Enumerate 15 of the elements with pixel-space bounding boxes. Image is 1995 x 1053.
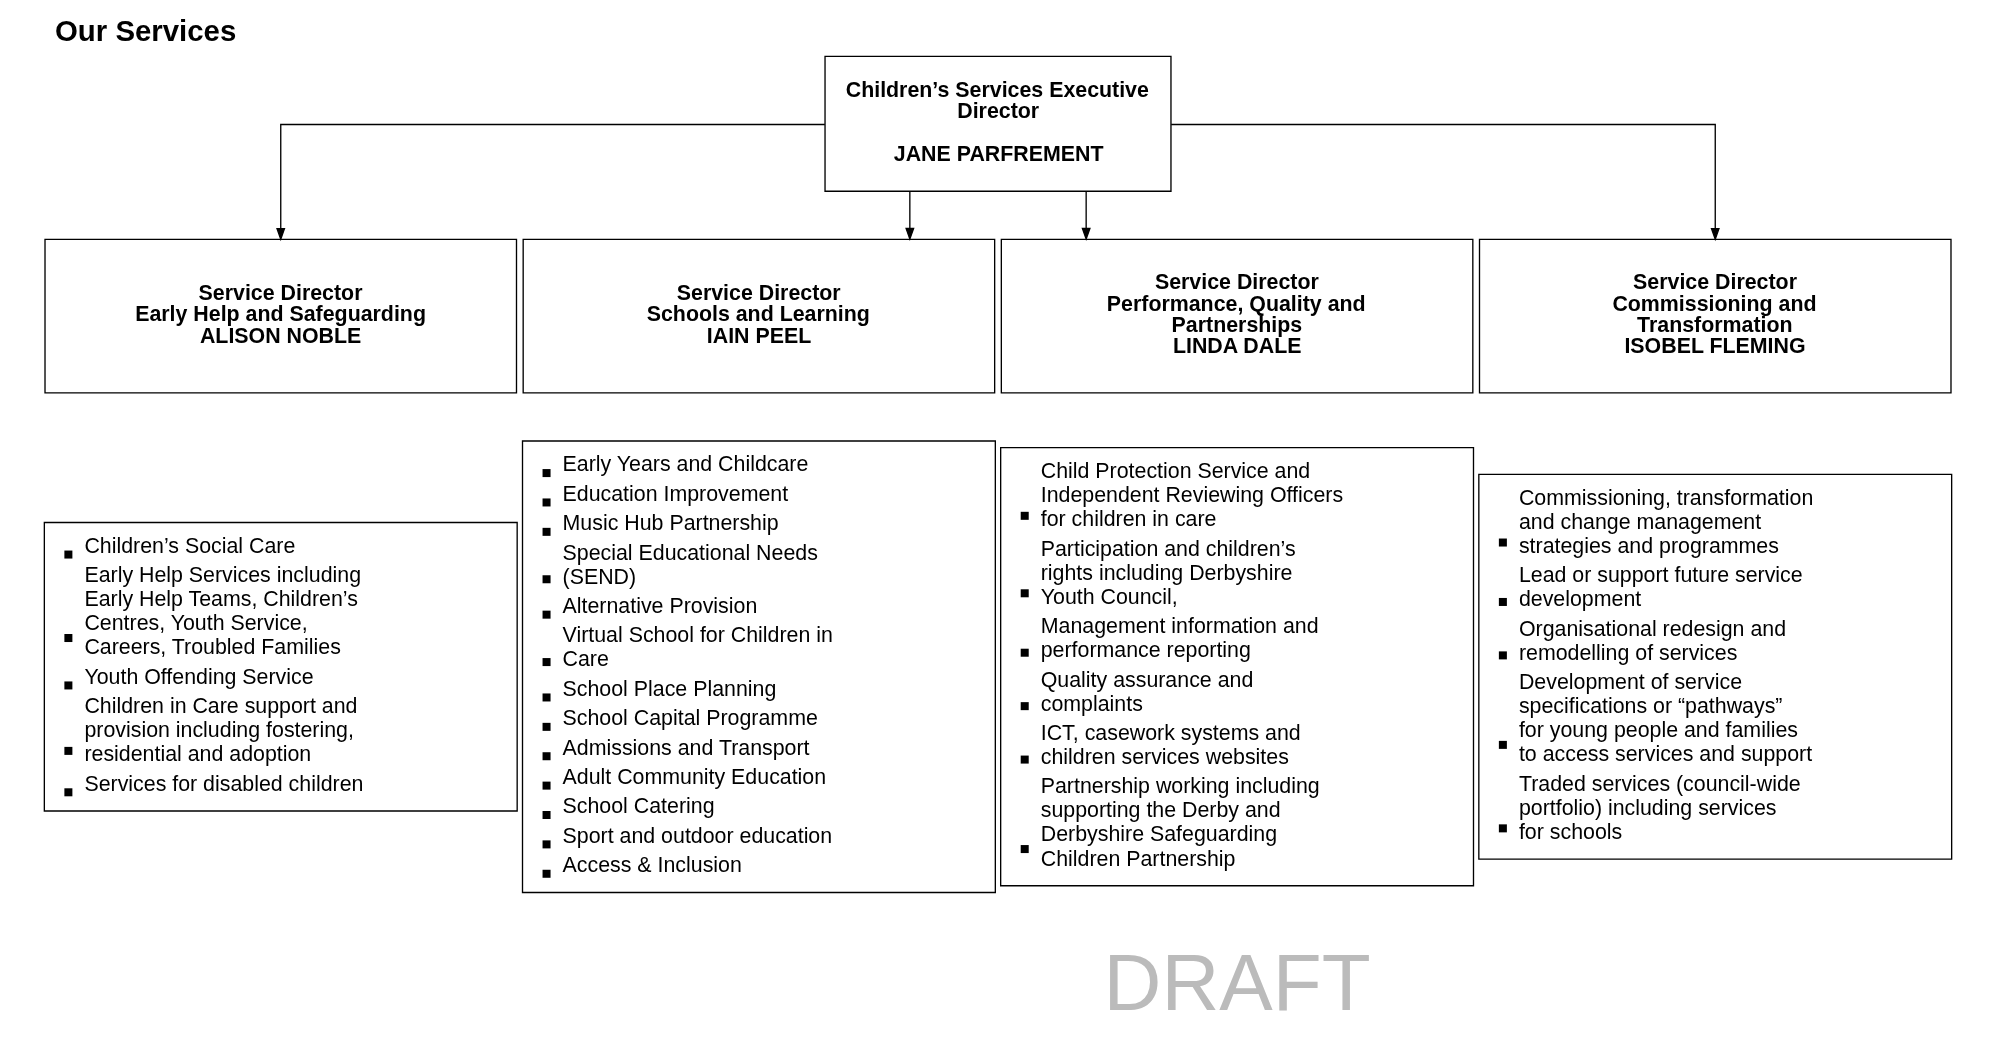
node-box: Service Director Performance, Quality and Partnerships LINDA DALE (1000, 238, 1473, 394)
label: DRAFT (1103, 937, 1371, 1028)
node-box: Service Director Early Help and Safeguarding ALISON NOBLE (43, 238, 517, 394)
node-box: Service Director Commissioning and Transformation ISOBEL FLEMING (1478, 238, 1952, 394)
node-box: Children’s Social Care Early Help Services including Early Help Teams, Children’s Centres, Youth Service, Careers, Troubled Families Youth Offending Service Children in Care support and provision including fostering, residential and adoption Services for disabled children (43, 521, 518, 812)
diagram-title: Our Services (54, 14, 236, 48)
node-box: Service Director Schools and Learning IAIN PEEL (522, 238, 995, 394)
node-box: Commissioning, transformation and change management strategies and programmes Lead or support future service development Organisational redesign and remodelling of services Development of service specifications or “pathways” for young people and families to access services and support Traded services (council-wide portfolio) including services for schools (1477, 473, 1952, 860)
node-box: Child Protection Service and Independent Reviewing Officers for children in care Participation and children’s rights including Derbyshire Youth Council, Management information and performance reporting Quality assurance and complaints ICT, casework systems and children services websites Partnership working including supporting the Derby and Derbyshire Safeguarding Children Partnership (999, 447, 1474, 887)
arrow (1080, 190, 1091, 242)
arrow (275, 123, 825, 242)
arrow (904, 190, 915, 242)
node-box: Children’s Services Executive Director JANE PARFREMENT (823, 55, 1172, 192)
arrow (1170, 123, 1720, 242)
node-box: Early Years and Childcare Education Improvement Music Hub Partnership Special Educational Needs (SEND) Alternative Provision Virtual School for Children in Care School Place Planning School Capital Programme Admissions and Transport Adult Community Education School Catering Sport and outdoor education Access & Inclusion (521, 440, 996, 894)
